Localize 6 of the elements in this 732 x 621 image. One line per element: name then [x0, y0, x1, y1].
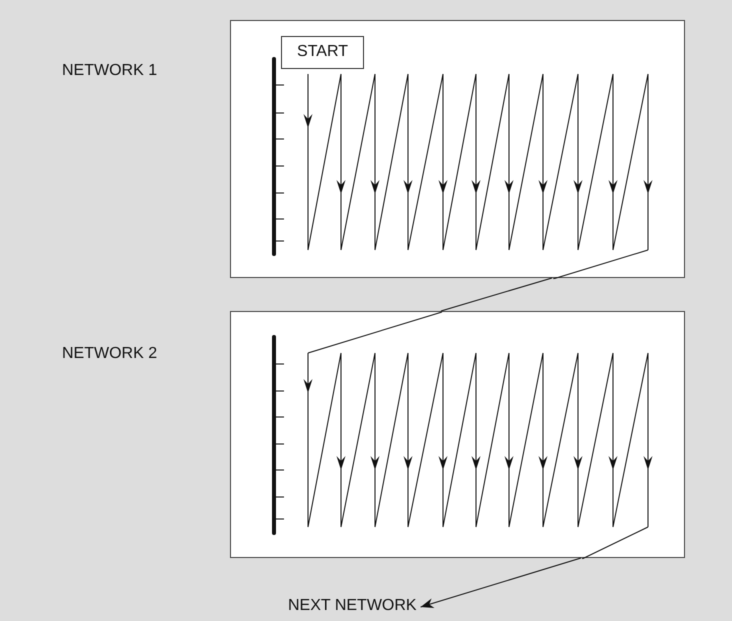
connector-line	[440, 278, 552, 312]
network-heading: NETWORK 2	[62, 345, 158, 363]
start-box: START	[281, 36, 364, 69]
arrow	[420, 558, 582, 608]
network-heading: NETWORK 1	[62, 62, 158, 80]
next-network-label: NEXT NETWORK	[288, 596, 417, 616]
